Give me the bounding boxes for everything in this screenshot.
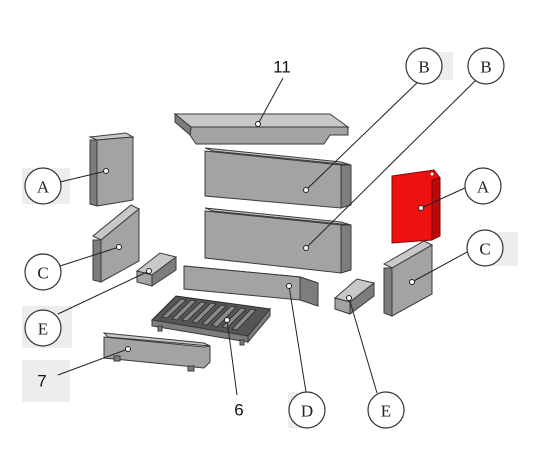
label-a-left: A: [24, 167, 62, 205]
part-left-side-upper: [88, 132, 135, 207]
part-right-block: [333, 278, 376, 315]
part-top-plate: [173, 112, 350, 145]
label-a-right: A: [464, 167, 502, 205]
part-floor-brick: [183, 265, 319, 307]
leader-dots: [103, 121, 424, 352]
label-e-right: E: [367, 391, 405, 429]
label-6: 6: [234, 401, 243, 420]
label-b-upper: B: [405, 47, 443, 85]
part-front-bar: [102, 332, 211, 372]
svg-text:E: E: [38, 320, 48, 339]
part-right-side-lower: [382, 240, 434, 317]
grate-bars: [161, 298, 257, 331]
label-7: 7: [37, 372, 46, 391]
label-tab-7: [22, 360, 70, 402]
label-c-left: C: [24, 253, 62, 291]
svg-text:B: B: [480, 58, 491, 77]
svg-text:C: C: [479, 240, 490, 259]
svg-text:D: D: [301, 402, 313, 421]
part-grate: [150, 295, 271, 346]
label-b-lower: B: [467, 47, 505, 85]
label-e-left: E: [24, 309, 62, 347]
label-c-right: C: [466, 229, 504, 267]
svg-text:C: C: [37, 264, 48, 283]
svg-text:A: A: [477, 178, 490, 197]
part-left-block: [135, 252, 178, 287]
part-back-brick-lower: [204, 207, 352, 274]
label-11: 11: [273, 58, 291, 77]
part-right-side-highlight: [391, 169, 441, 244]
label-d: D: [288, 391, 326, 429]
svg-text:B: B: [418, 58, 429, 77]
svg-text:E: E: [381, 402, 391, 421]
svg-text:A: A: [37, 178, 50, 197]
part-left-side-lower: [92, 204, 140, 283]
part-back-brick-upper: [204, 147, 352, 209]
leader-lines: [57, 77, 477, 396]
